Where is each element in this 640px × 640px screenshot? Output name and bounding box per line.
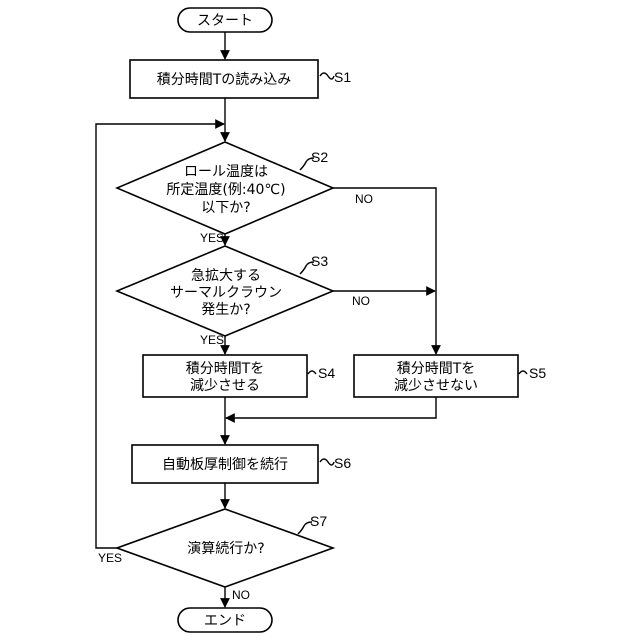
- arrow-s5-merge: [226, 397, 436, 418]
- start-label: スタート: [197, 13, 253, 29]
- step-s3-id: S3: [311, 253, 328, 269]
- step-s1-box: 積分時間Tの読み込み: [130, 60, 318, 98]
- step-s6-text: 自動板厚制御を続行: [162, 456, 288, 473]
- step-s5-line-1: 積分時間Tを: [397, 361, 476, 377]
- start-terminal: スタート: [178, 8, 272, 32]
- step-s5-id: S5: [529, 365, 546, 381]
- step-s2-line-3: 以下か?: [201, 200, 250, 216]
- s3-yes-label: YES: [200, 333, 224, 347]
- step-s3-line-3: 発生か?: [201, 302, 250, 318]
- step-s2-decision: ロール温度は 所定温度(例:40℃) 以下か?: [117, 142, 333, 234]
- s7-no-label: NO: [232, 588, 250, 602]
- step-s1-id: S1: [334, 69, 351, 85]
- step-s4-leader: [308, 371, 316, 374]
- s7-yes-label: YES: [98, 551, 122, 565]
- step-s4-id: S4: [318, 365, 335, 381]
- s3-no-label: NO: [352, 294, 370, 308]
- s2-no-label: NO: [355, 192, 373, 206]
- step-s6-id: S6: [334, 455, 351, 471]
- step-s2-line-2: 所定温度(例:40℃): [166, 182, 285, 198]
- step-s5-box: 積分時間Tを 減少させない: [354, 355, 518, 397]
- end-label: エンド: [204, 613, 246, 629]
- step-s3-line-1: 急拡大する: [191, 268, 261, 284]
- step-s7-text: 演算続行か?: [187, 540, 264, 557]
- step-s7-id: S7: [310, 513, 327, 529]
- s2-yes-label: YES: [200, 231, 224, 245]
- step-s6-leader: [320, 459, 334, 465]
- step-s4-line-2: 減少させる: [190, 377, 260, 394]
- step-s1-leader: [320, 73, 334, 79]
- step-s4-box: 積分時間Tを 減少させる: [143, 355, 307, 397]
- arrow-s2-no-to-s5: [333, 188, 436, 354]
- step-s7-decision: 演算続行か?: [117, 509, 333, 587]
- step-s3-decision: 急拡大する サーマルクラウン 発生か?: [117, 246, 333, 336]
- step-s6-box: 自動板厚制御を続行: [132, 445, 318, 483]
- step-s2-line-1: ロール温度は: [184, 164, 268, 180]
- end-terminal: エンド: [178, 608, 272, 632]
- step-s5-leader: [519, 371, 527, 374]
- step-s1-text: 積分時間Tの読み込み: [157, 71, 292, 88]
- step-s4-line-1: 積分時間Tを: [186, 361, 265, 377]
- step-s2-id: S2: [311, 149, 328, 165]
- step-s5-line-2: 減少させない: [394, 377, 478, 394]
- step-s3-line-2: サーマルクラウン: [170, 285, 282, 301]
